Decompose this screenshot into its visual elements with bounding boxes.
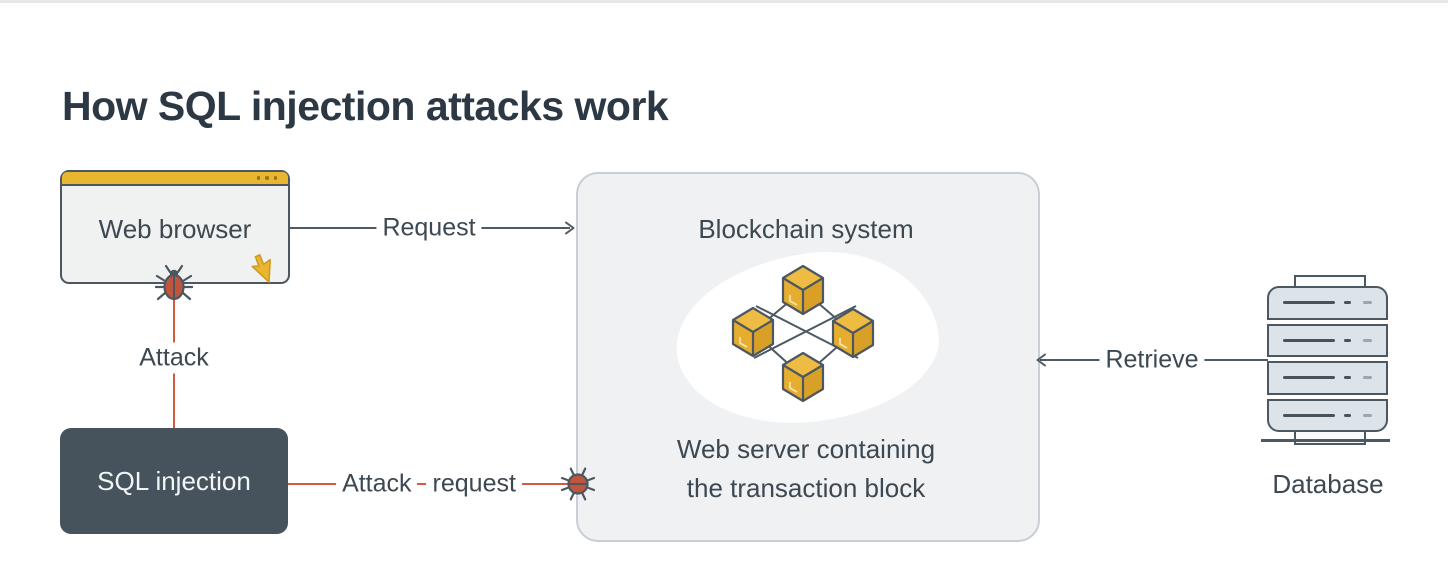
database-row [1267, 398, 1388, 432]
blockchain-cubes-icon [731, 264, 875, 403]
web-browser-label: Web browser [98, 214, 252, 244]
sql-injection-label: SQL injection [97, 465, 251, 496]
database-row [1267, 361, 1388, 395]
database-icon [1267, 286, 1388, 432]
request-label: Request [376, 212, 482, 244]
browser-titlebar [62, 172, 288, 186]
database-label: Database [1272, 469, 1384, 499]
database-row [1267, 323, 1388, 357]
sql-injection-node: SQL injection [60, 428, 288, 534]
three-dots-icon [256, 176, 277, 180]
database-base-line [1261, 439, 1390, 442]
web-browser-node: Web browser [60, 170, 290, 284]
request-arrowhead-icon [565, 221, 575, 235]
retrieve-label: Retrieve [1099, 344, 1205, 376]
blockchain-description: Web server containing the transaction bl… [676, 434, 936, 503]
retrieve-arrowhead-icon [1036, 353, 1046, 367]
attack-label: Attack [133, 342, 215, 374]
top-divider [0, 0, 1448, 3]
bug-icon [560, 467, 596, 501]
page-title: How SQL injection attacks work [62, 83, 669, 130]
database-row [1267, 286, 1388, 320]
blockchain-system-label: Blockchain system [698, 214, 914, 244]
cursor-pointer-icon [251, 254, 271, 283]
bug-icon [155, 264, 193, 301]
